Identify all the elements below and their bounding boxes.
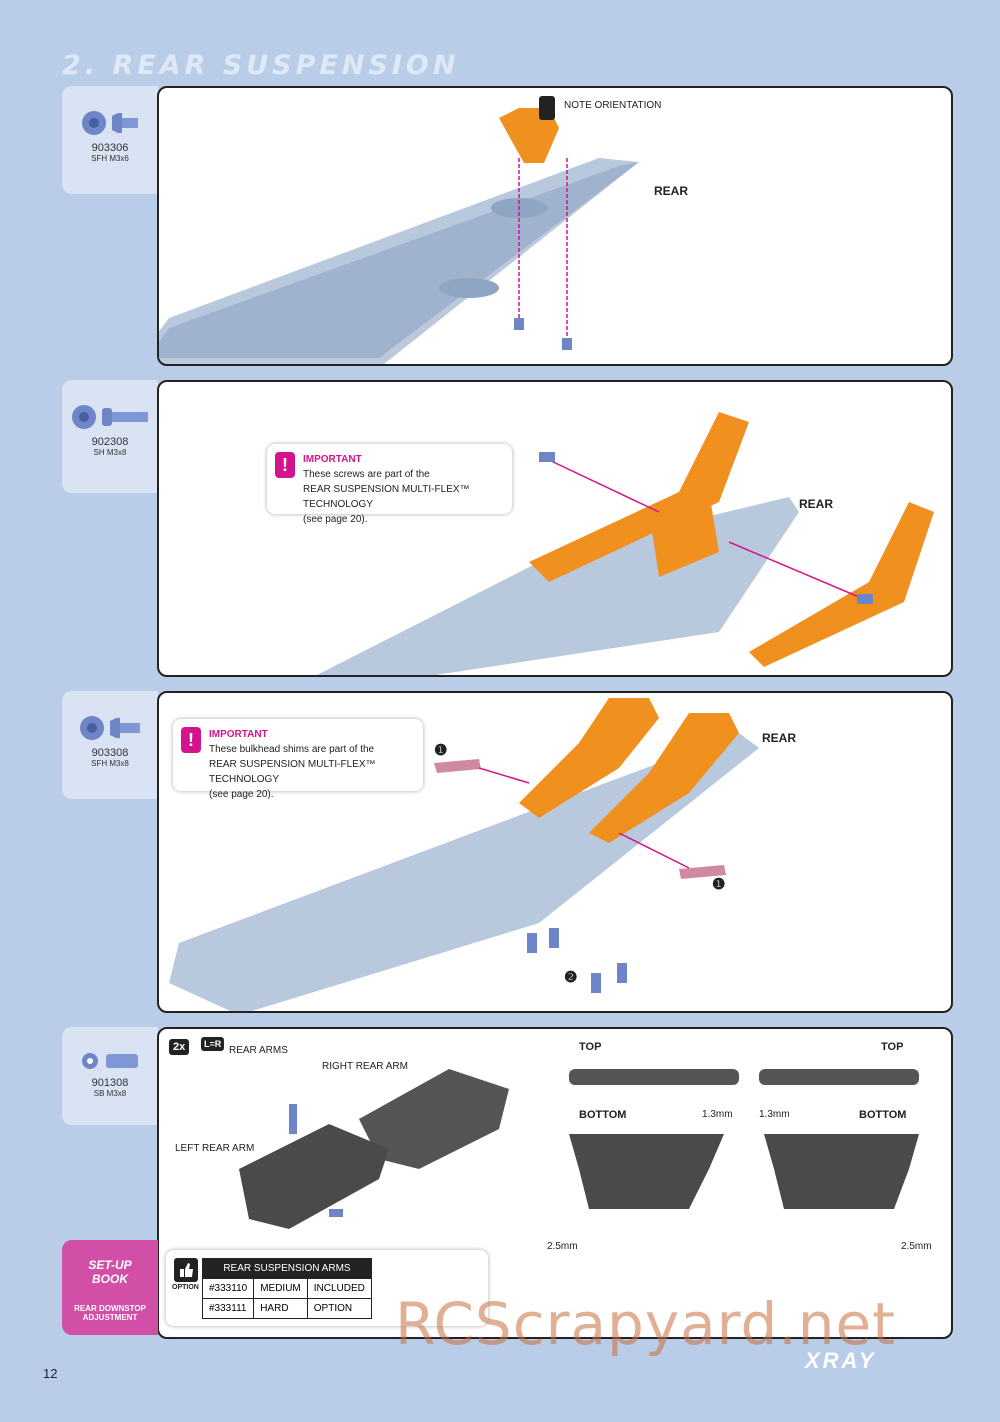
- option-table-header: REAR SUSPENSION ARMS: [202, 1258, 372, 1279]
- watermark: RCScrapyard.net: [395, 1290, 896, 1358]
- hardware-tab: 903308 SFH M3x8: [62, 691, 158, 799]
- step-panel: ! IMPORTANT These bulkhead shims are par…: [157, 691, 953, 1013]
- section-title: 2. REAR SUSPENSION: [62, 50, 460, 81]
- top-label-right: TOP: [881, 1041, 904, 1053]
- table-cell: MEDIUM: [253, 1278, 308, 1299]
- screw-icons: [62, 108, 158, 138]
- part-desc: SH M3x8: [93, 448, 127, 457]
- callout-number: ❷: [564, 969, 578, 986]
- hardware-tab: 901308 SB M3x8: [62, 1027, 158, 1125]
- rear-label: REAR: [799, 497, 834, 511]
- table-cell: INCLUDED: [306, 1278, 372, 1299]
- step-panel: NOTE ORIENTATION REAR: [157, 86, 953, 366]
- quantity-badge: 2x: [169, 1039, 190, 1055]
- rear-arms-label: REAR ARMS: [229, 1045, 288, 1056]
- part-code: 902308: [91, 436, 129, 448]
- part-code: 903308: [91, 747, 129, 759]
- part-desc: SFH M3x6: [91, 154, 129, 163]
- screw-icons: [62, 402, 158, 432]
- bushing-icon: [82, 1053, 138, 1069]
- rear-label: REAR: [762, 731, 797, 745]
- callout-line: These bulkhead shims are part of the: [209, 744, 375, 755]
- left-rear-arm-label: LEFT REAR ARM: [175, 1143, 255, 1154]
- important-callout: ! IMPORTANT These bulkhead shims are par…: [173, 719, 423, 800]
- callout-line: (see page 20).: [303, 514, 368, 525]
- warning-icon: !: [275, 452, 295, 478]
- part-desc: SB M3x8: [93, 1089, 127, 1098]
- table-cell: HARD: [253, 1298, 308, 1319]
- page-number: 12: [43, 1366, 58, 1381]
- screw-icon: [80, 716, 140, 740]
- callout-heading: IMPORTANT: [303, 454, 362, 465]
- dimension-label: 1.3mm: [702, 1109, 733, 1120]
- right-rear-arm-label: RIGHT REAR ARM: [322, 1061, 408, 1072]
- brand-logo: XRAY: [805, 1348, 877, 1373]
- table-row: #333111 HARD OPTION: [201, 1298, 372, 1319]
- option-label: OPTION: [172, 1284, 199, 1291]
- callout-line: These screws are part of the: [303, 469, 430, 480]
- callout-line: (see page 20).: [209, 789, 274, 800]
- arm-profile-illustration: [569, 1069, 919, 1209]
- chassis-illustration: [316, 412, 934, 675]
- bottom-label-left: BOTTOM: [579, 1109, 627, 1121]
- setup-book-tab: SET-UP BOOK REAR DOWNSTOP ADJUSTMENT: [62, 1240, 158, 1335]
- setup-label: BOOK: [92, 1272, 128, 1286]
- table-row: #333110 MEDIUM INCLUDED: [201, 1278, 372, 1299]
- lr-symmetric-icon: L=R: [201, 1037, 225, 1051]
- top-label-left: TOP: [579, 1041, 602, 1053]
- table-cell: OPTION: [306, 1298, 372, 1319]
- setup-caption: REAR DOWNSTOP: [74, 1304, 146, 1313]
- warning-icon: !: [181, 727, 201, 753]
- table-cell: #333110: [201, 1278, 255, 1299]
- part-code: 901308: [91, 1077, 129, 1089]
- callout-number: ❶: [712, 876, 726, 893]
- callout-number: ❶: [434, 742, 448, 759]
- step-panel: ! IMPORTANT These screws are part of the…: [157, 380, 953, 677]
- dimension-label: 1.3mm: [759, 1109, 790, 1120]
- callout-line: REAR SUSPENSION MULTI-FLEX™ TECHNOLOGY: [209, 759, 376, 785]
- part-desc: SFH M3x8: [91, 759, 129, 768]
- important-callout: ! IMPORTANT These screws are part of the…: [267, 444, 512, 525]
- dimension-label: 2.5mm: [901, 1241, 932, 1252]
- option-table: REAR SUSPENSION ARMS #333110 MEDIUM INCL…: [201, 1258, 372, 1319]
- table-cell: #333111: [201, 1298, 255, 1319]
- chassis-illustration: [169, 698, 759, 1011]
- chassis-illustration: [159, 96, 639, 364]
- thumbs-up-icon: [174, 1258, 198, 1282]
- option-box: OPTION REAR SUSPENSION ARMS #333110 MEDI…: [166, 1250, 488, 1326]
- setup-label: SET-UP: [88, 1258, 132, 1272]
- arms-illustration: [239, 1069, 509, 1229]
- bottom-label-right: BOTTOM: [859, 1109, 907, 1121]
- note-orientation: NOTE ORIENTATION: [564, 100, 662, 111]
- screw-icons: [62, 713, 158, 743]
- screw-icon: [82, 111, 138, 135]
- screw-icons: [62, 1049, 158, 1073]
- callout-heading: IMPORTANT: [209, 729, 268, 740]
- rear-label: REAR: [654, 184, 689, 198]
- hardware-tab: 903306 SFH M3x6: [62, 86, 158, 194]
- hardware-tab: 902308 SH M3x8: [62, 380, 158, 493]
- dimension-label: 2.5mm: [547, 1241, 578, 1252]
- part-code: 903306: [91, 142, 129, 154]
- screw-icon: [72, 405, 148, 429]
- callout-line: REAR SUSPENSION MULTI-FLEX™ TECHNOLOGY: [303, 484, 470, 510]
- setup-caption: ADJUSTMENT: [82, 1313, 138, 1322]
